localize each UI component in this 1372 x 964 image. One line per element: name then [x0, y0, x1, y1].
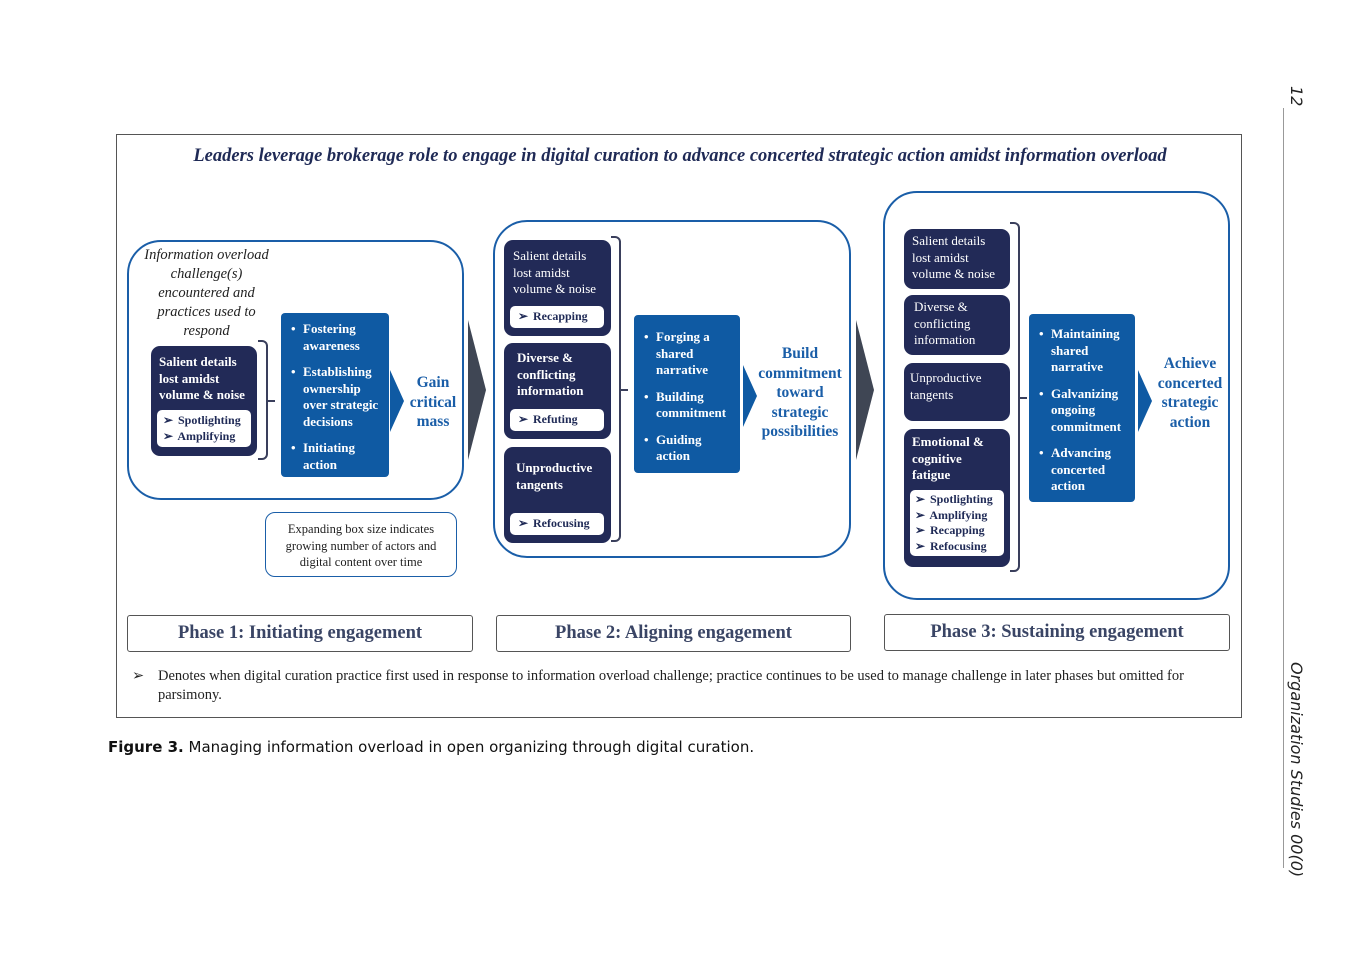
figure-title: Leaders leverage brokerage role to engag… — [193, 146, 1167, 166]
phase1-action: Initiating action — [281, 440, 389, 473]
size-note: Expanding box size indicates growing num… — [265, 512, 457, 577]
phase2-challenge-box: Salient details lost amidst volume & noi… — [504, 240, 611, 336]
phase3-practices: ➢ Spotlighting ➢ Amplifying ➢ Recapping … — [910, 490, 1004, 556]
arrowhead-icon: ➢ — [163, 428, 174, 443]
phase3-challenge-box: Unproductive tangents — [904, 363, 1010, 421]
phase1-action: Establishing ownership over strategic de… — [281, 364, 389, 430]
arrowhead-icon: ➢ — [915, 492, 926, 506]
practice-refocusing: ➢ Refocusing — [915, 538, 987, 553]
phase2-action: Building commitment — [634, 389, 740, 422]
phase2-challenge-text: Unproductive tangents — [516, 460, 593, 492]
phase1-outline — [127, 240, 464, 500]
footnote-text: Denotes when digital curation practice f… — [158, 668, 1184, 703]
phase1-challenge-text: Salient details lost amidst volume & noi… — [159, 354, 245, 402]
figure-frame — [116, 134, 1242, 718]
practice-recapping: ➢ Recapping — [915, 523, 985, 537]
phase3-challenge-text: Salient details lost amidst volume & noi… — [912, 233, 996, 281]
phase3-action: Maintaining shared narrative — [1029, 326, 1135, 376]
arrowhead-icon: ➢ — [163, 413, 174, 427]
phase2-label: Phase 2: Aligning engagement — [496, 615, 851, 652]
phase1-intro: Information overload challenge(s) encoun… — [144, 247, 269, 339]
phase2-action: Forging a shared narrative — [634, 329, 740, 379]
phase3-outcome: Achieve concerted strategic action — [1157, 355, 1223, 431]
phase3-outline — [883, 191, 1230, 600]
arrowhead-icon: ➢ — [132, 668, 145, 684]
phase3-arrow-icon — [1138, 370, 1152, 432]
phase1-outcome: Gain critical mass — [409, 374, 457, 430]
arrowhead-icon: ➢ — [518, 309, 529, 323]
phase2-practice-tag: ➢ Recapping — [510, 306, 604, 328]
phase2-challenge-text: Salient details lost amidst volume & noi… — [513, 248, 597, 296]
phase1-practices: ➢ Spotlighting ➢ Amplifying — [157, 410, 251, 447]
figure-caption: Figure 3. Managing information overload … — [108, 738, 1108, 756]
phase3-challenge-text: Diverse & conflicting information — [914, 299, 976, 347]
phase3-label: Phase 3: Sustaining engagement — [884, 614, 1230, 651]
phase2-practice-tag: ➢ Refuting — [510, 409, 604, 431]
phase1-actions-box: Fostering awareness Establishing ownersh… — [281, 313, 389, 477]
phase3-fatigue-text: Emotional & cognitive fatigue — [912, 434, 984, 482]
phase3-challenge-box: Diverse & conflicting information — [904, 295, 1010, 355]
arrowhead-icon: ➢ — [518, 412, 529, 426]
journal-name: Organization Studies 00(0) — [1287, 662, 1306, 878]
phase1-bracket — [258, 340, 275, 460]
side-rule — [1283, 108, 1284, 868]
phase3-challenge-box: Salient details lost amidst volume & noi… — [904, 229, 1010, 289]
arrowhead-icon: ➢ — [915, 538, 926, 553]
phase1-action: Fostering awareness — [281, 321, 389, 354]
phase2-arrow-icon — [743, 365, 757, 427]
phase1-challenge-box: Salient details lost amidst volume & noi… — [151, 346, 257, 456]
phase1-arrow-icon — [390, 370, 404, 432]
practice-amplifying: ➢ Amplifying — [163, 428, 236, 443]
phase2-actions-box: Forging a shared narrative Building comm… — [634, 315, 740, 473]
page-number: 12 — [1287, 86, 1306, 107]
practice-spotlighting: ➢ Spotlighting — [163, 413, 241, 427]
caption-text: Managing information overload in open or… — [188, 738, 755, 756]
arrowhead-icon: ➢ — [915, 507, 926, 522]
chevron-icon — [856, 320, 874, 460]
caption-label: Figure 3. — [108, 738, 184, 756]
practice-amplifying: ➢ Amplifying — [915, 507, 988, 522]
phase3-bracket — [1010, 222, 1027, 572]
phase2-outcome: Build commitment toward strategic possib… — [758, 345, 842, 440]
phase3-action: Galvanizing ongoing commitment — [1029, 386, 1135, 436]
phase3-fatigue-box: Emotional & cognitive fatigue ➢ Spotligh… — [904, 429, 1010, 567]
phase2-bracket — [611, 236, 628, 542]
phase3-actions-box: Maintaining shared narrative Galvanizing… — [1029, 314, 1135, 502]
chevron-icon — [468, 320, 486, 460]
phase2-practice-tag: ➢ Refocusing — [510, 513, 604, 535]
phase2-challenge-box: Unproductive tangents ➢ Refocusing — [504, 447, 611, 543]
phase3-action: Advancing concerted action — [1029, 445, 1135, 495]
arrowhead-icon: ➢ — [518, 516, 529, 530]
phase1-label: Phase 1: Initiating engagement — [127, 615, 473, 652]
arrowhead-icon: ➢ — [915, 523, 926, 537]
phase2-outline — [493, 220, 851, 558]
figure-footnote: ➢ Denotes when digital curation practice… — [132, 667, 1222, 705]
phase3-challenge-text: Unproductive tangents — [910, 370, 982, 402]
practice-spotlighting: ➢ Spotlighting — [915, 492, 993, 506]
phase2-action: Guiding action — [634, 432, 740, 465]
phase2-challenge-text: Diverse & conflicting information — [517, 350, 584, 398]
phase2-challenge-box: Diverse & conflicting information ➢ Refu… — [504, 343, 611, 439]
